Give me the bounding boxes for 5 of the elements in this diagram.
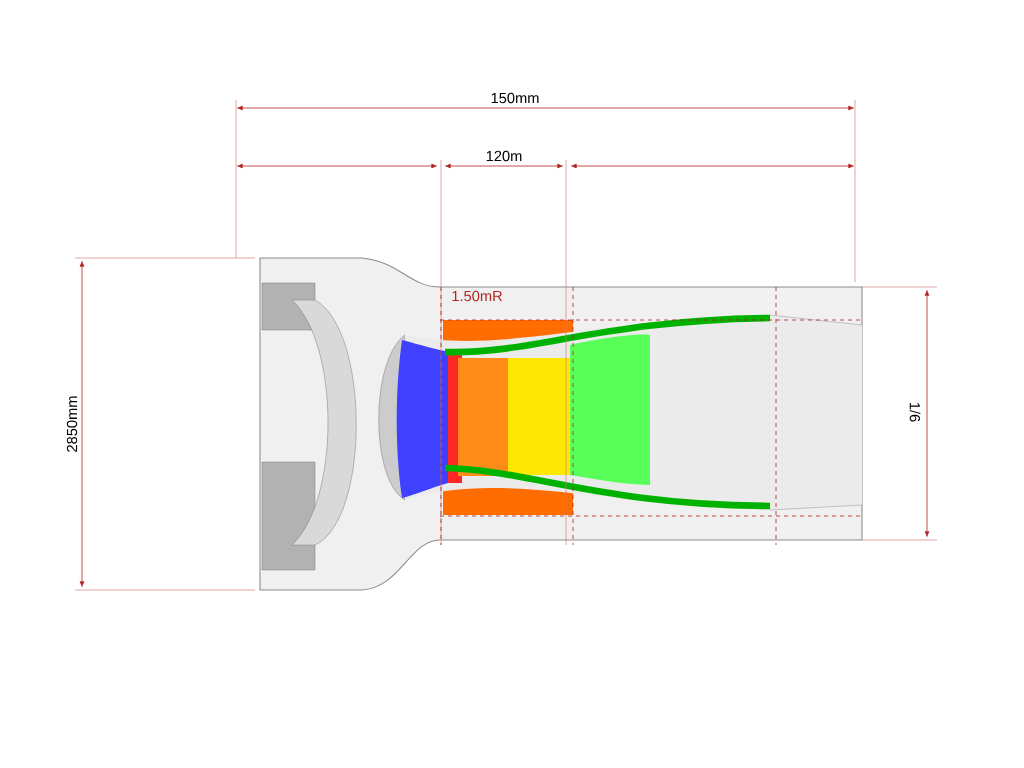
dimension-label: 150mm	[491, 92, 539, 104]
dimension-label: 1/6	[909, 402, 921, 422]
dimension-label: 1.50mR	[452, 290, 502, 302]
dimension-label: 120m	[486, 150, 522, 162]
dimension-label: 2850mm	[66, 396, 78, 452]
